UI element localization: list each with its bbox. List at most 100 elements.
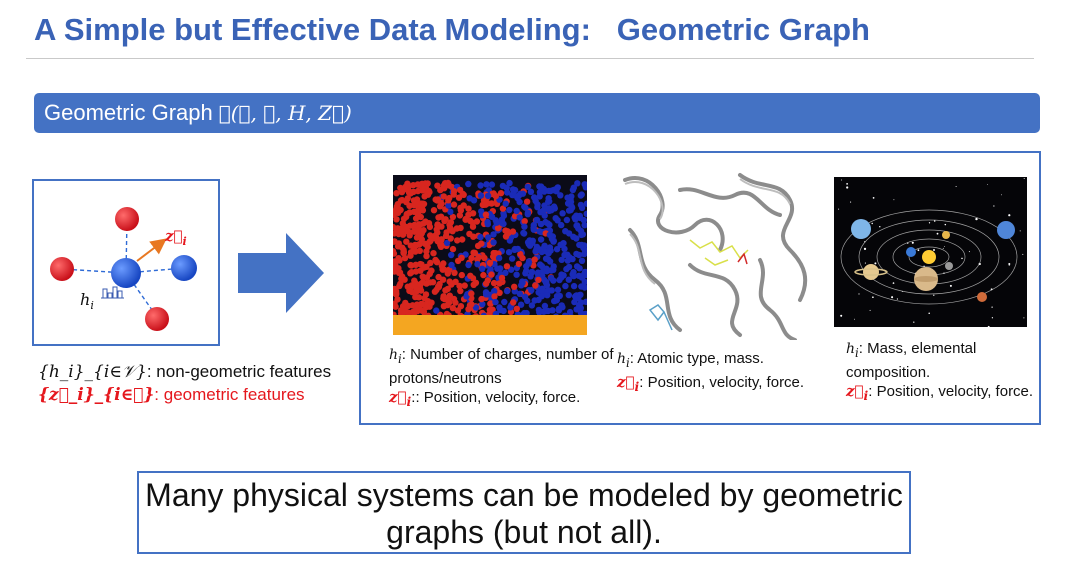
star xyxy=(949,284,952,287)
blue-node xyxy=(171,255,197,281)
red-particle xyxy=(393,238,397,245)
blue-particle xyxy=(546,231,553,238)
red-particle xyxy=(532,282,539,289)
star xyxy=(911,241,914,244)
blue-particle xyxy=(522,270,529,277)
blue-particle xyxy=(541,302,549,310)
red-particle xyxy=(404,228,411,235)
blue-particle xyxy=(484,192,492,200)
planets-svg xyxy=(834,177,1027,327)
legend-non-geometric: {h_i}_{i∈𝒱}: non-geometric features xyxy=(38,362,331,382)
star xyxy=(991,317,994,319)
blue-particle xyxy=(577,201,585,209)
star xyxy=(872,197,875,199)
red-particle xyxy=(414,228,421,236)
blue-particle xyxy=(502,269,509,276)
blue-particle xyxy=(578,283,585,290)
blue-particle xyxy=(538,293,545,300)
blue-particle xyxy=(527,238,534,245)
blue-particle xyxy=(531,297,538,304)
red-particle xyxy=(448,281,455,288)
red-particle xyxy=(502,233,510,240)
red-particle xyxy=(530,262,537,269)
red-particle xyxy=(393,223,397,231)
example-2-description: hi: Atomic type, mass. z⃗i: Position, ve… xyxy=(617,349,827,396)
example-2-h-line: hi: Atomic type, mass. xyxy=(617,350,764,370)
red-particle xyxy=(455,194,463,201)
star xyxy=(968,251,970,253)
blue-particle xyxy=(448,261,455,269)
blue-particle xyxy=(546,221,553,228)
center-node xyxy=(111,258,141,288)
red-particle xyxy=(406,287,413,295)
legend-z-math: {z⃗_i}_{i∈𝒱} xyxy=(38,385,155,405)
blue-particle xyxy=(479,301,486,308)
blue-particle xyxy=(545,205,553,212)
legend-h-text: : non-geometric features xyxy=(146,362,332,381)
blue-particle xyxy=(552,215,559,222)
planet-saturn xyxy=(863,264,879,280)
red-particle xyxy=(466,230,473,238)
blue-particle xyxy=(517,301,525,308)
star xyxy=(858,293,860,295)
star xyxy=(871,222,873,225)
bottom-statement-box: Many physical systems can be modeled by … xyxy=(137,471,911,554)
blue-particle xyxy=(561,245,568,253)
blue-particle xyxy=(448,251,455,259)
planet-mars xyxy=(977,292,987,302)
red-particle xyxy=(430,250,437,257)
blue-particle xyxy=(553,246,561,253)
blue-particle xyxy=(564,251,571,258)
blue-particle xyxy=(506,179,513,187)
red-particle xyxy=(418,180,426,187)
blue-particle xyxy=(565,276,572,283)
blue-particle xyxy=(569,271,576,278)
red-particle xyxy=(423,280,430,287)
blue-particle xyxy=(443,239,451,247)
blue-particle xyxy=(530,221,537,229)
blue-particle xyxy=(576,214,584,222)
blue-particle xyxy=(511,246,518,253)
red-particle xyxy=(407,190,414,197)
red-particle xyxy=(393,300,398,307)
red-particle xyxy=(434,238,441,245)
blue-particle xyxy=(537,220,545,228)
star xyxy=(942,247,944,249)
red-particle xyxy=(423,252,430,260)
red-particle xyxy=(496,280,503,287)
blue-particle xyxy=(520,230,528,237)
blue-particle xyxy=(547,274,555,282)
red-particle xyxy=(419,200,426,207)
blue-particle xyxy=(507,304,514,311)
banner-text: Geometric Graph xyxy=(44,100,213,125)
red-node xyxy=(50,257,74,281)
blue-particle xyxy=(565,291,572,299)
red-node xyxy=(115,207,139,231)
ligand-sticks xyxy=(689,239,749,266)
red-particle xyxy=(430,207,438,214)
blue-particle xyxy=(521,293,529,300)
blue-particle xyxy=(466,195,473,202)
star xyxy=(928,222,931,224)
blue-particle xyxy=(474,261,481,268)
red-particle xyxy=(457,287,464,295)
red-particle xyxy=(449,213,457,221)
blue-particle xyxy=(577,192,584,199)
blue-particle xyxy=(573,235,580,242)
blue-particle xyxy=(493,219,500,226)
red-particle xyxy=(403,198,410,206)
slide-title: A Simple but Effective Data Modeling: Ge… xyxy=(34,12,870,47)
blue-particle xyxy=(578,241,585,249)
red-particle xyxy=(468,254,475,262)
blue-particle xyxy=(503,287,511,295)
red-particle xyxy=(488,271,495,278)
red-particle xyxy=(531,256,538,263)
blue-particle xyxy=(549,307,556,314)
star xyxy=(854,318,856,320)
red-particle xyxy=(433,258,440,265)
blue-particle xyxy=(551,205,558,212)
blue-particle xyxy=(501,298,508,306)
ligand-red-atom xyxy=(737,252,748,265)
blue-particle xyxy=(490,231,497,238)
blue-particle xyxy=(521,223,528,230)
